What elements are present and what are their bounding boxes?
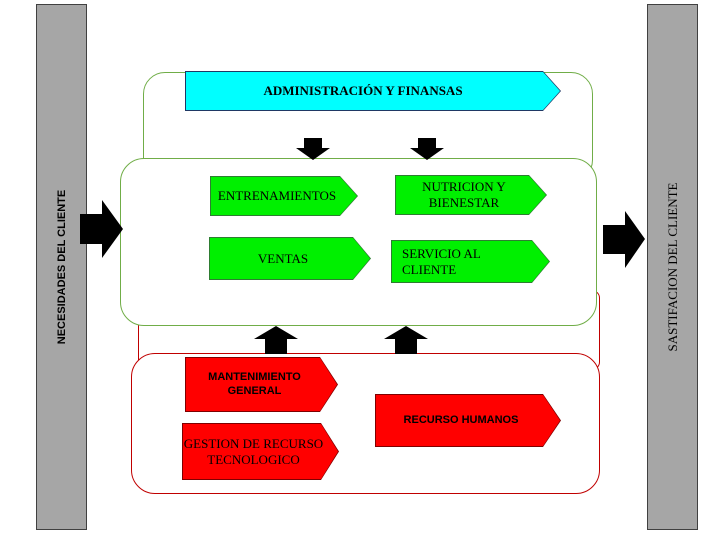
admin-finance-label: ADMINISTRACIÓN Y FINANSAS	[186, 72, 560, 110]
customer-needs-bar: NECESIDADES DEL CLIENTE	[36, 4, 87, 530]
general-maintenance-process: MANTENIMIENTO GENERAL	[185, 357, 338, 412]
arrow-up-icon	[254, 326, 298, 354]
arrow-down-icon	[296, 138, 330, 160]
customer-service-process: SERVICIO AL CLIENTE	[391, 240, 550, 283]
customer-satisfaction-label: SASTIFACION DEL CLIENTE	[664, 182, 680, 352]
arrow-up-icon	[384, 326, 428, 354]
sales-process: VENTAS	[209, 237, 371, 280]
customer-satisfaction-bar: SASTIFACION DEL CLIENTE	[647, 4, 698, 530]
arrow-down-icon	[410, 138, 444, 160]
training-process: ENTRENAMIENTOS	[210, 176, 358, 216]
nutrition-wellness-label: NUTRICION Y BIENESTAR	[396, 176, 546, 214]
human-resources-label: RECURSO HUMANOS	[376, 395, 560, 446]
human-resources-process: RECURSO HUMANOS	[375, 394, 561, 447]
arrow-right-icon	[603, 211, 645, 268]
general-maintenance-label: MANTENIMIENTO GENERAL	[186, 358, 337, 411]
sales-label: VENTAS	[210, 238, 370, 279]
tech-resource-management-process: GESTION DE RECURSO TECNOLOGICO	[182, 423, 339, 480]
nutrition-wellness-process: NUTRICION Y BIENESTAR	[395, 175, 547, 215]
tech-resource-management-label: GESTION DE RECURSO TECNOLOGICO	[183, 424, 338, 479]
training-label: ENTRENAMIENTOS	[211, 177, 357, 215]
customer-needs-label: NECESIDADES DEL CLIENTE	[55, 189, 68, 345]
arrow-right-icon	[80, 200, 123, 258]
admin-finance-process: ADMINISTRACIÓN Y FINANSAS	[185, 71, 561, 111]
customer-service-label: SERVICIO AL CLIENTE	[392, 241, 549, 282]
